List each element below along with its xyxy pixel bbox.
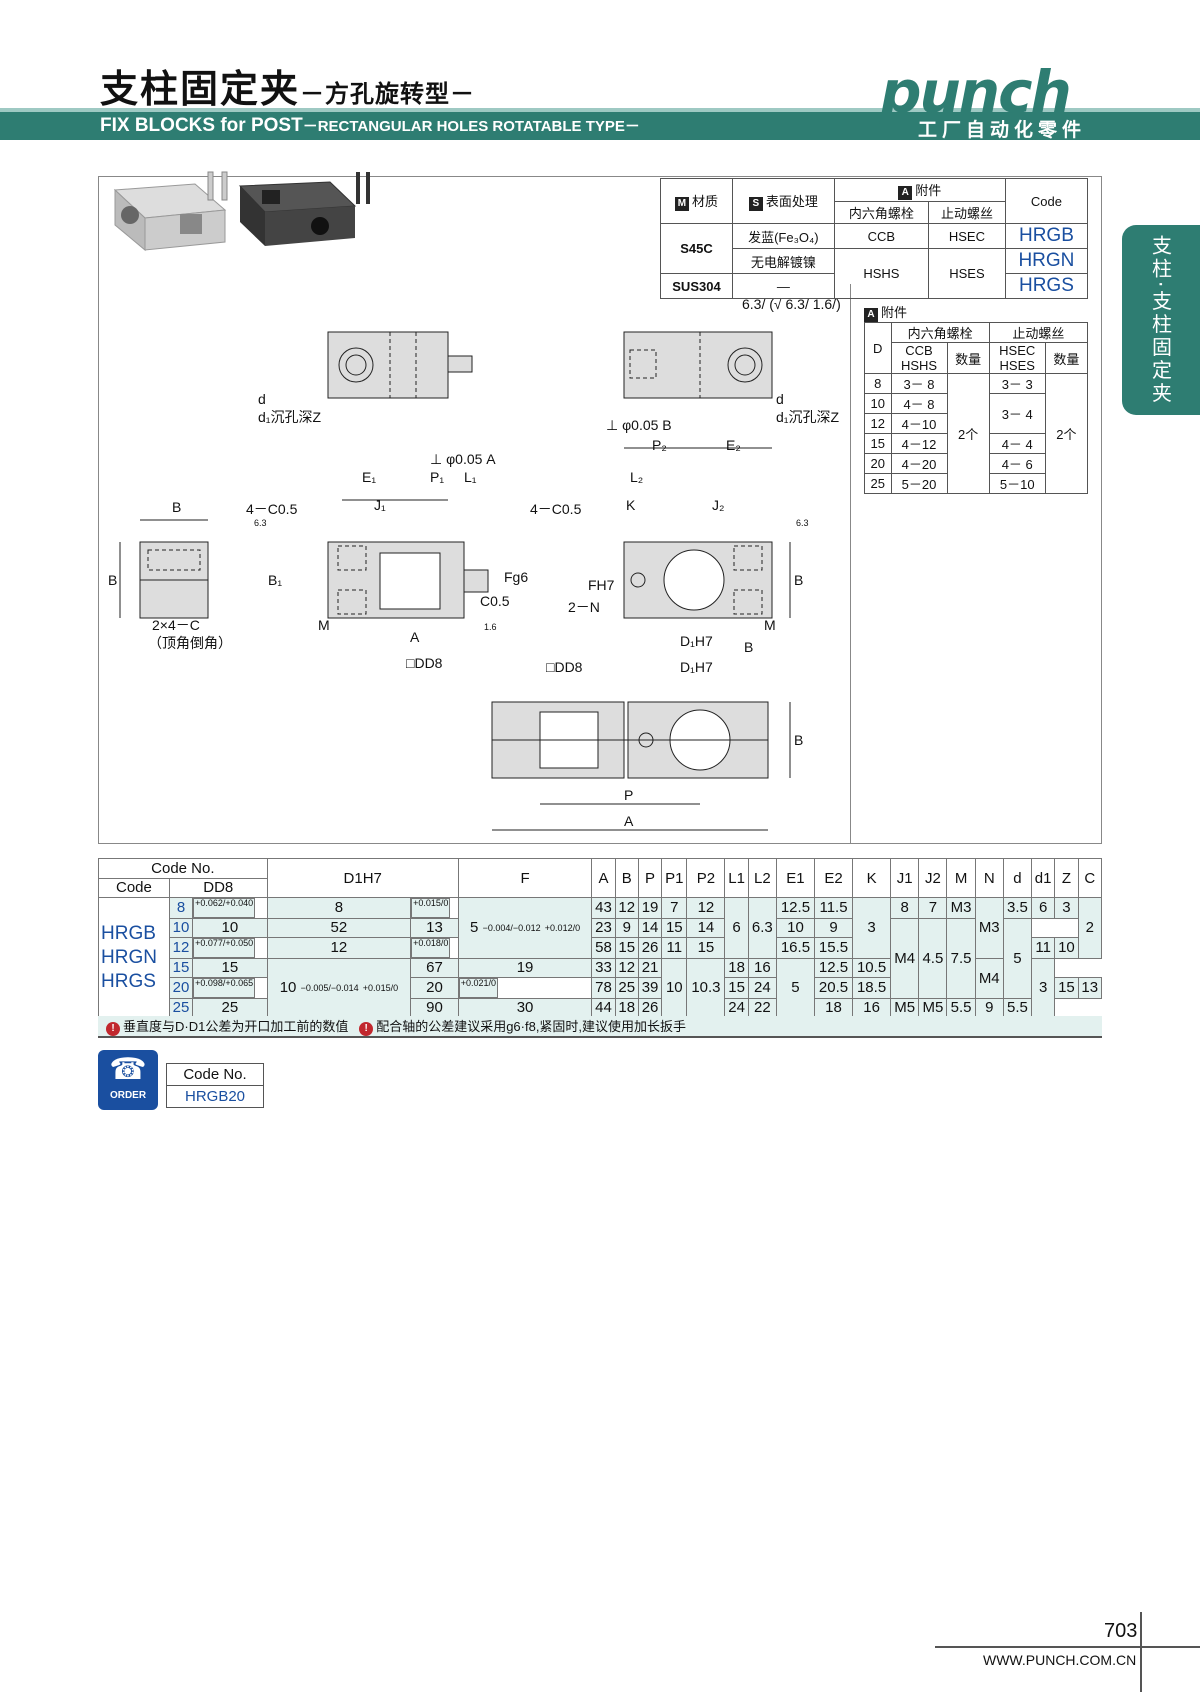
label-d1h7: D₁H7: [680, 633, 713, 649]
label-dd8: □DD8: [406, 655, 443, 671]
label-b-right: B: [794, 572, 803, 588]
label-b1: B₁: [268, 572, 282, 588]
footer-line: [935, 1646, 1200, 1648]
label-chamfer: （顶角倒角）: [148, 635, 232, 651]
order-icon[interactable]: ☎ORDER: [98, 1050, 158, 1110]
label-k: K: [626, 497, 636, 513]
a-icon: A: [898, 186, 913, 200]
s-icon: S: [748, 197, 763, 211]
side-tab[interactable]: 支柱·支柱固定夹: [1122, 225, 1200, 415]
code-hrgs: HRGS: [1004, 273, 1089, 299]
label-d1z: d₁沉孔深Z: [258, 409, 322, 425]
technical-drawing: d d₁沉孔深Z d d₁沉孔深Z ⊥ φ0.05 A ⊥ φ0.05 B E₁…: [108, 171, 840, 831]
brand-subtitle: 工厂自动化零件: [918, 119, 1087, 141]
label-perp: ⊥ φ0.05 A: [430, 451, 496, 467]
header-band-top: [0, 108, 1200, 112]
label-fh7: FH7: [588, 577, 615, 593]
label-p: P: [624, 787, 633, 803]
label-j2: J₂: [712, 497, 724, 513]
notes-bar: !垂直度与D·D1公差为开口加工前的数值 !配合轴的公差建议采用g6·f8,紧固…: [98, 1016, 1102, 1038]
header-band: [0, 112, 1200, 140]
page-title-en: FIX BLOCKS for POST－RECTANGULAR HOLES RO…: [100, 115, 640, 136]
brand-logo: punch: [880, 58, 1072, 126]
box-b: B: [744, 639, 753, 655]
footer-vline: [1140, 1612, 1142, 1692]
label-2x4c: 2×4－C: [152, 617, 200, 633]
warning-icon: !: [359, 1022, 374, 1036]
label-a: A: [624, 813, 634, 829]
label-l1: L₁: [464, 469, 477, 485]
label-perp2: ⊥ φ0.05 B: [606, 417, 672, 433]
roughness-symbol: 6.3/ (√ 6.3/ 1.6/): [742, 296, 841, 312]
drawing-frame: [98, 176, 1102, 844]
label-b-side: B: [108, 572, 117, 588]
rough-63-right: 6.3: [796, 518, 809, 528]
rough-63: 6.3: [254, 518, 267, 528]
spec-table: Code No.D1H7Fg6 ABPP1P2L1L2E1E2KJ1J2MNdd…: [98, 858, 1103, 1018]
code-hrgn: HRGN: [1004, 248, 1089, 274]
label-e1: E₁: [362, 469, 376, 485]
frame-divider: [850, 284, 851, 844]
rough-16: 1.6: [484, 622, 497, 632]
label-b-bottom: B: [794, 732, 803, 748]
label-dd8-b: □DD8: [546, 659, 583, 675]
label-d1z-right: d₁沉孔深Z: [776, 409, 840, 425]
page-number: 703: [1104, 1620, 1138, 1642]
label-fg6: Fg6: [504, 569, 528, 585]
footer-url[interactable]: WWW.PUNCH.COM.CN: [983, 1652, 1137, 1668]
label-b-top: B: [172, 499, 181, 515]
product-photo: [113, 171, 370, 252]
label-d1h7-b: D₁H7: [680, 659, 713, 675]
label-d-right: d: [776, 391, 784, 407]
order-example: Code No.HRGB20: [166, 1063, 264, 1108]
label-m-left: M: [318, 617, 330, 633]
label-c05-left: 4－C0.5: [246, 501, 298, 517]
phone-icon: ☎: [109, 1053, 147, 1086]
label-d: d: [258, 391, 266, 407]
label-e2: E₂: [726, 437, 741, 453]
label-l2: L₂: [630, 469, 643, 485]
label-m-right: M: [764, 617, 776, 633]
label-p2: P₂: [652, 437, 667, 453]
label-2n: 2－N: [568, 599, 600, 615]
warning-icon: !: [106, 1022, 120, 1036]
label-c05b: C0.5: [480, 593, 510, 609]
label-j1: J₁: [374, 497, 386, 513]
page-title: 支柱固定夹－方孔旋转型－: [100, 67, 476, 111]
label-c05-right: 4－C0.5: [530, 501, 582, 517]
m-icon: M: [674, 197, 689, 211]
box-a: A: [410, 629, 420, 645]
code-hrgb: HRGB: [1004, 223, 1089, 249]
label-p1: P₁: [430, 469, 444, 485]
